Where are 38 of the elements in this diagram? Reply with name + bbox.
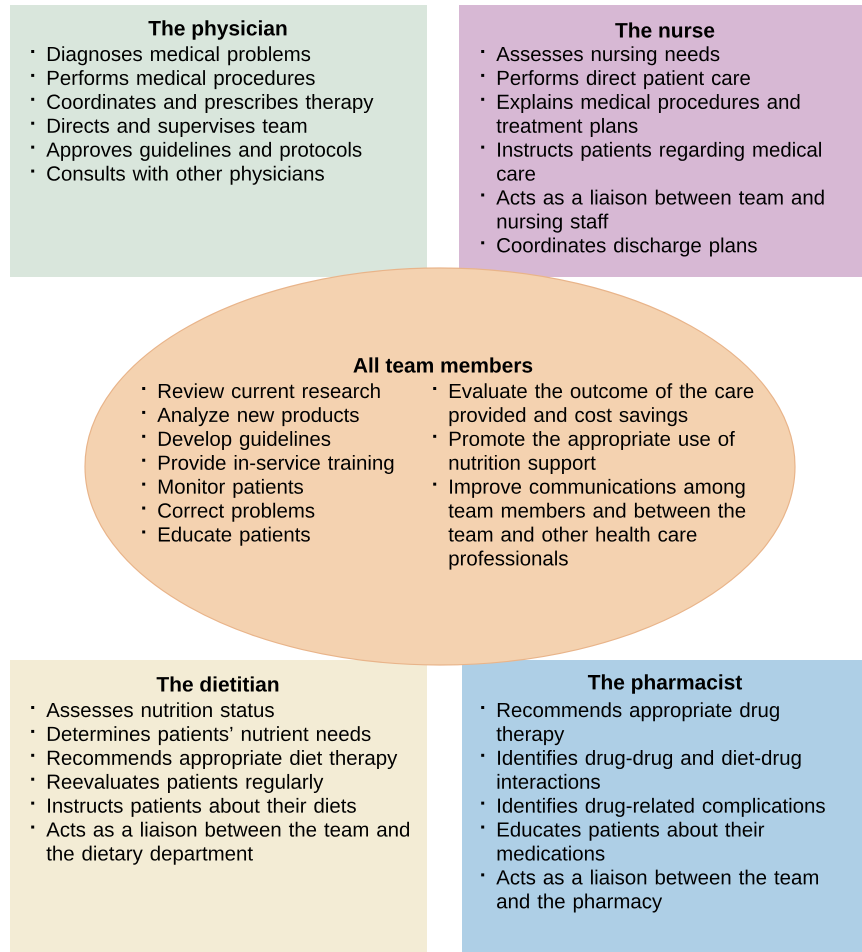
bullet-item: Recommends appropriate drug therapy: [481, 702, 779, 746]
bullet-item: Monitor patients: [142, 478, 303, 498]
bullet-item: Explains medical procedures and treatment plans: [481, 94, 800, 137]
heading: The dietitian: [156, 676, 278, 692]
bullet-item: Analyze new products: [142, 407, 359, 426]
bullet-item: Recommends appropriate diet therapy: [31, 750, 398, 770]
bullet-item: Develop guidelines: [142, 431, 330, 450]
bullet-item: Reevaluates patients regularly: [31, 774, 324, 793]
bullet-item: Identifies drug-related complications: [481, 798, 825, 817]
bullet-item: Instructs patients about their diets: [31, 798, 356, 817]
bullet-item: Instructs patients regarding medical care: [481, 142, 821, 181]
bullet-item: Performs direct patient care: [481, 70, 750, 90]
bullet-item: Review current research: [142, 383, 380, 398]
bullet-item: Acts as a liaison between the team and the pharmacy: [481, 870, 818, 913]
heading: The pharmacist: [588, 674, 742, 694]
bullet-item: Identifies drug-drug and diet-drug interactions: [481, 750, 801, 789]
bullet-item: Acts as a liaison between team and nursing staff: [481, 190, 824, 233]
bullet-item: Assesses nutrition status: [31, 702, 274, 718]
heading: The nurse: [615, 22, 714, 38]
bullet-item: Acts as a liaison between the team and the dietary department: [31, 822, 410, 865]
bullet-item: Assesses nursing needs: [481, 46, 720, 66]
bullet-item: Directs and supervises team: [31, 118, 306, 137]
bullet-item: Correct problems: [142, 502, 314, 522]
bullet-item: Educate patients: [142, 526, 310, 546]
bullet-item: Improve communications among team members and between the team and other health care professionals: [433, 478, 746, 570]
bullet-item: Evaluate the outcome of the care provided and cost savings: [433, 383, 754, 426]
bullet-item: Promote the appropriate use of nutrition support: [433, 431, 735, 474]
bullet-item: Diagnoses medical problems: [31, 46, 310, 66]
heading: All team members: [353, 357, 532, 373]
bullet-item: Educates patients about their medications: [481, 822, 764, 861]
heading: The physician: [148, 20, 286, 40]
bullet-item: Provide in-service training: [142, 454, 394, 474]
bullet-item: Coordinates discharge plans: [481, 238, 757, 257]
bullet-item: Approves guidelines and protocols: [31, 142, 362, 161]
bullet-item: Coordinates and prescribes therapy: [31, 94, 374, 114]
bullet-item: Consults with other physicians: [31, 166, 324, 185]
bullet-item: Performs medical procedures: [31, 70, 315, 90]
bullet-item: Determines patients’ nutrient needs: [31, 726, 370, 746]
